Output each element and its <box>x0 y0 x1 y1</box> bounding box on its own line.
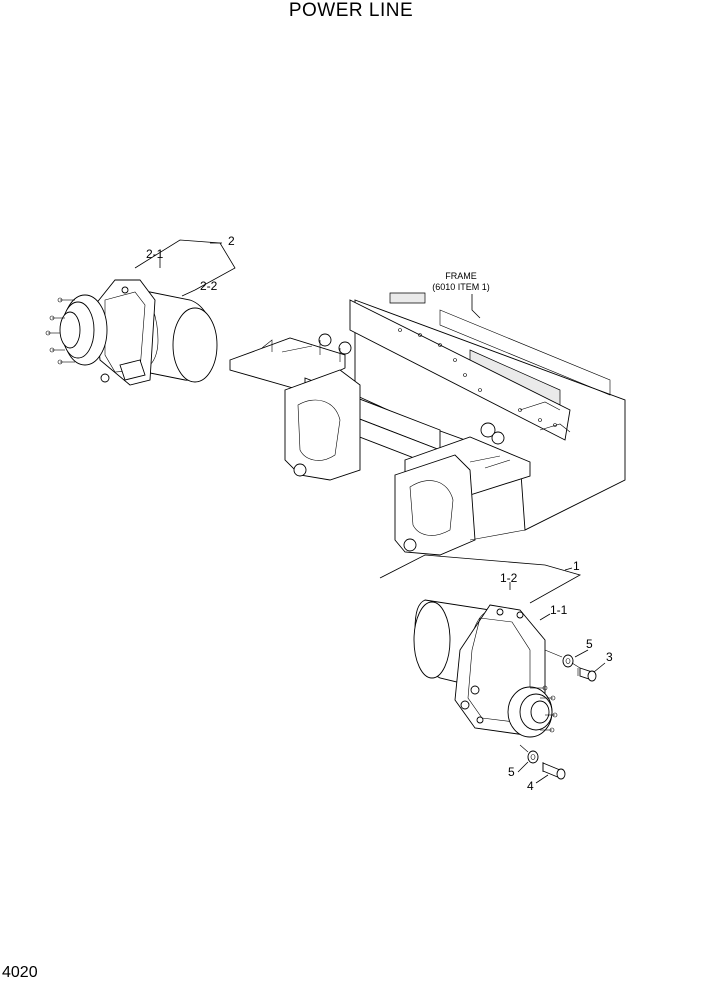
callout-5-lower: 5 <box>508 765 515 779</box>
fastener-set-upper <box>544 649 597 682</box>
fastener-set-lower <box>519 744 566 780</box>
page-number: 4020 <box>2 964 38 981</box>
callout-3: 3 <box>606 650 613 664</box>
frame-leader <box>471 294 481 319</box>
frame-assembly <box>229 292 626 556</box>
callout-5-upper: 5 <box>586 637 593 651</box>
upper-travel-motor <box>45 279 218 386</box>
frame-callout-line1: FRAME <box>445 271 477 281</box>
page-title: POWER LINE <box>288 0 414 21</box>
callout-1-1: 1-1 <box>550 603 568 617</box>
lower-leader-box <box>379 554 582 604</box>
callout-2: 2 <box>228 234 235 248</box>
callout-4: 4 <box>527 779 534 793</box>
callout-2-1: 2-1 <box>146 247 164 261</box>
callout-2-2: 2-2 <box>200 279 218 293</box>
frame-callout-line2: (6010 ITEM 1) <box>432 282 490 292</box>
callout-1-2: 1-2 <box>500 571 518 585</box>
callout-1: 1 <box>573 559 580 573</box>
lower-travel-motor <box>413 599 558 738</box>
